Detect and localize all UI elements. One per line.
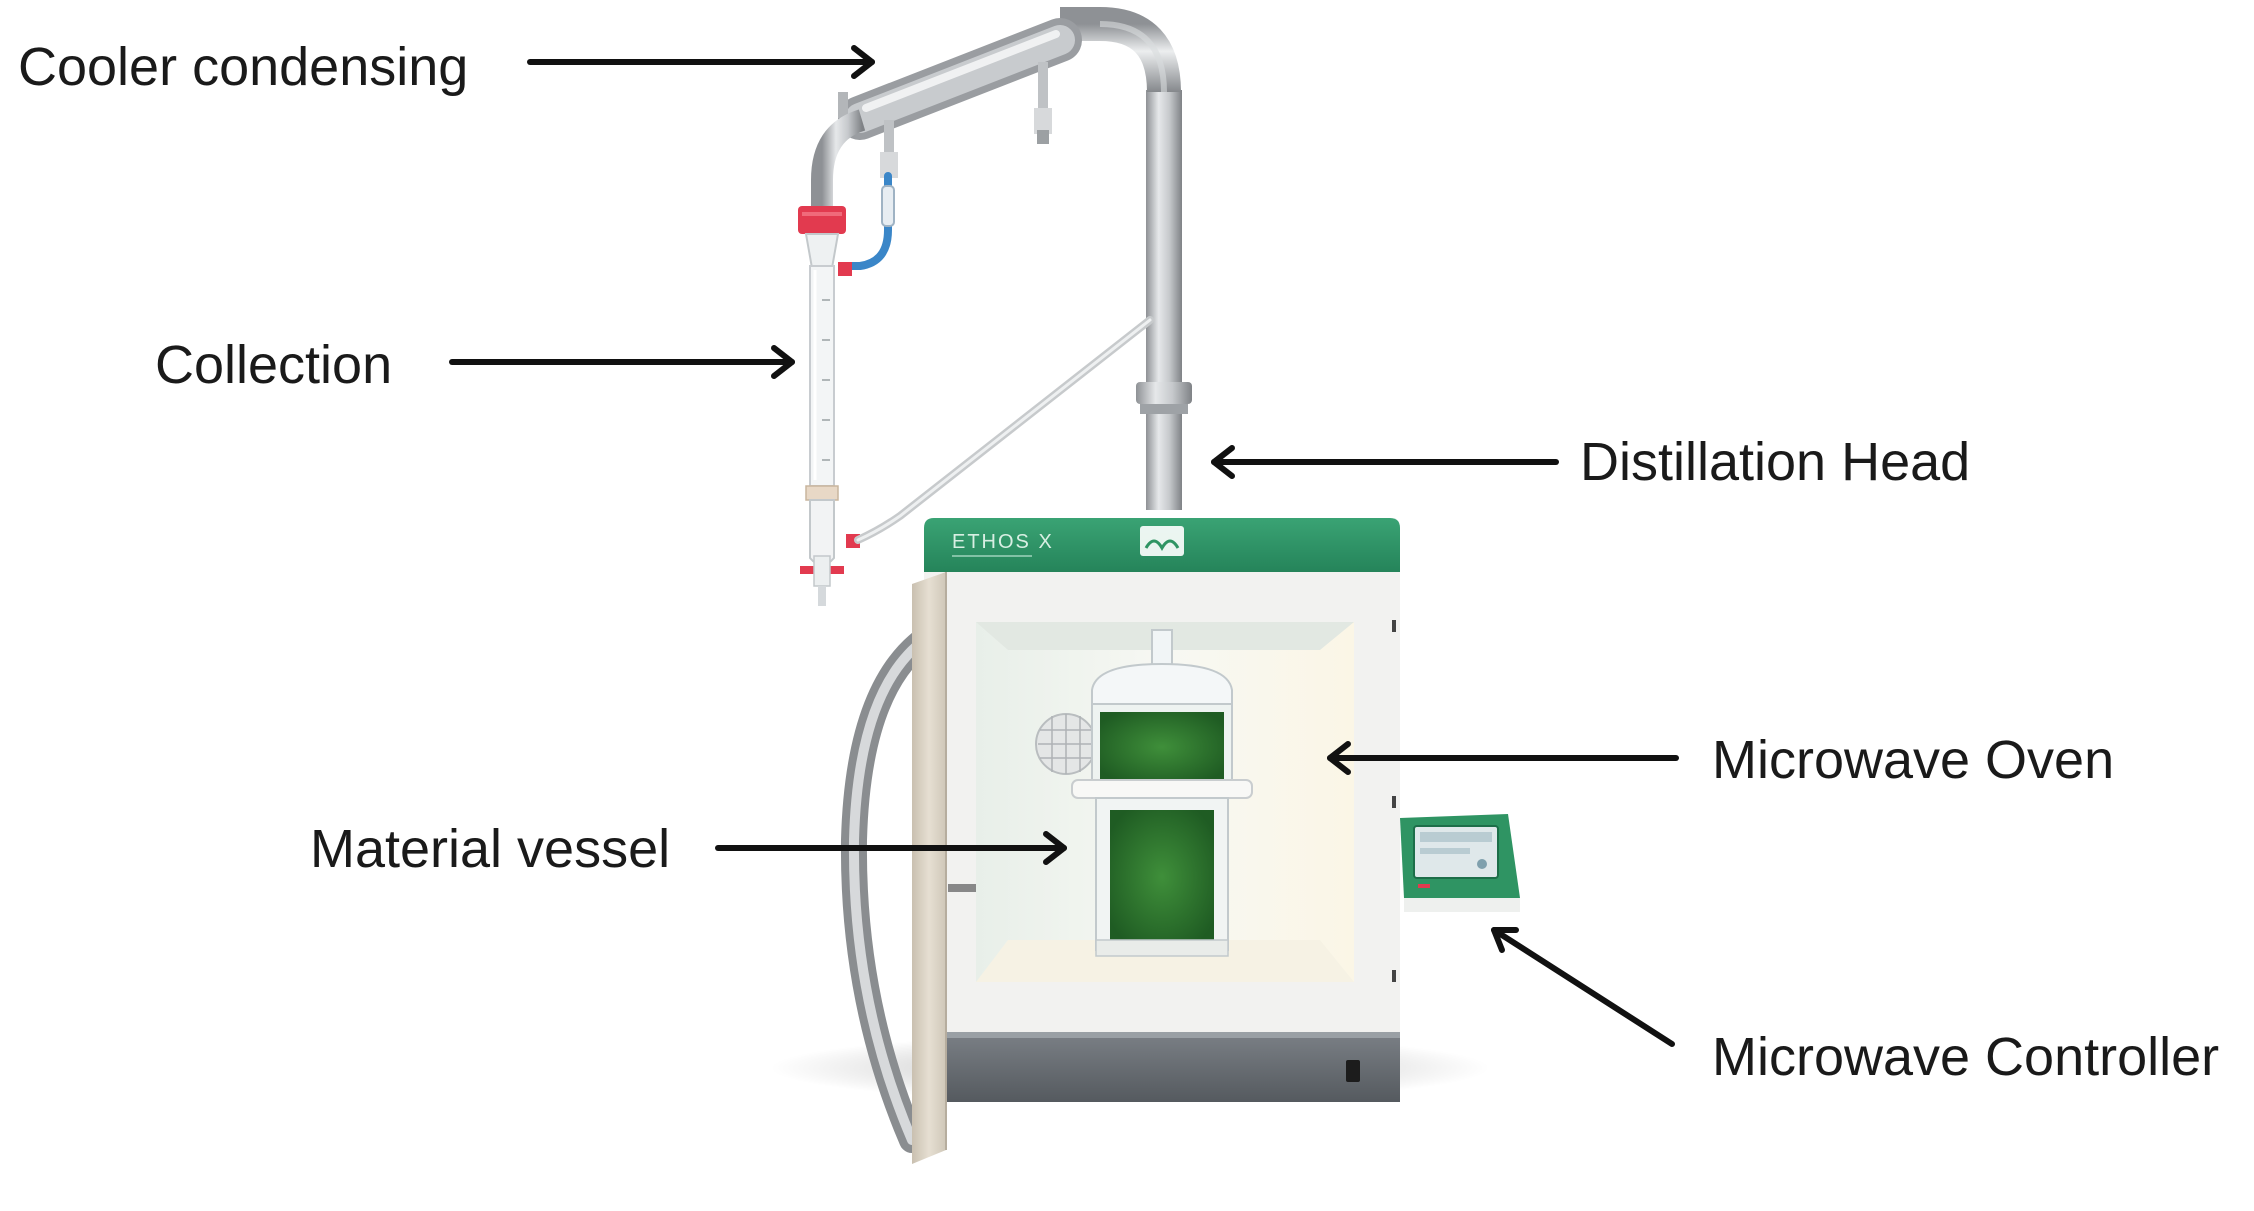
brand-logo — [1140, 526, 1184, 556]
label-material-vessel: Material vessel — [310, 822, 670, 876]
label-collection: Collection — [155, 338, 392, 392]
microwave-controller — [1400, 814, 1520, 912]
label-microwave-controller: Microwave Controller — [1712, 1030, 2219, 1084]
arrow-cooler — [530, 48, 872, 76]
brand-label: ETHOS X — [952, 531, 1054, 553]
power-switch — [1346, 1060, 1360, 1082]
arrow-collection — [452, 348, 792, 376]
label-microwave-oven: Microwave Oven — [1712, 733, 2114, 787]
label-cooler-condensing: Cooler condensing — [18, 40, 468, 94]
collection-column — [798, 206, 860, 606]
oven-base — [924, 1032, 1400, 1102]
label-distillation-head: Distillation Head — [1580, 435, 1970, 489]
distillation-column — [1060, 24, 1192, 510]
arrow-microwave-controller — [1494, 930, 1672, 1044]
arrow-distillation-head — [1214, 448, 1556, 476]
